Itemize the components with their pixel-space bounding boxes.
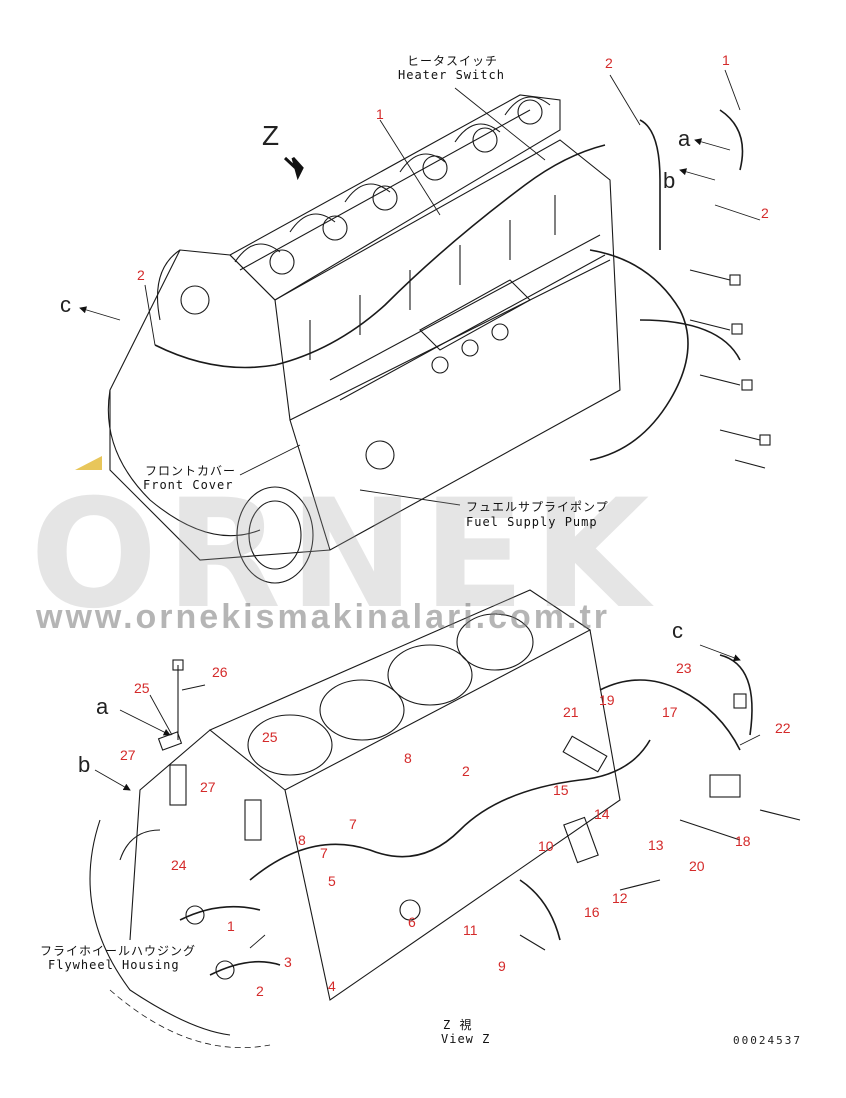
- part-number: 16: [584, 904, 600, 920]
- part-number: 2: [761, 205, 769, 221]
- part-number: 14: [594, 806, 610, 822]
- part-number: 8: [404, 750, 412, 766]
- bottom-block-drawing: [89, 589, 801, 1036]
- z-view-arrow: [283, 156, 304, 181]
- part-number: 3: [284, 954, 292, 970]
- part-number: 17: [662, 704, 678, 720]
- part-number: 19: [599, 692, 615, 708]
- part-number: 2: [462, 763, 470, 779]
- part-number: 26: [212, 664, 228, 680]
- part-number: 27: [120, 747, 136, 763]
- part-number: 24: [171, 857, 187, 873]
- watermark-logo: ORNEK: [30, 468, 658, 642]
- part-number: 21: [563, 704, 579, 720]
- part-number: 2: [137, 267, 145, 283]
- part-number: 8: [298, 832, 306, 848]
- view-c-letter-top: c: [60, 292, 71, 317]
- part-number: 27: [200, 779, 216, 795]
- view-z-letter: Z: [262, 120, 280, 151]
- part-number: 5: [328, 873, 336, 889]
- part-number: 1: [722, 52, 730, 68]
- part-number: 25: [262, 729, 278, 745]
- fuel-supply-pump-label-jp: フュエルサプライポンプ: [466, 500, 609, 514]
- part-number: 25: [134, 680, 150, 696]
- watermark-url: www.ornekismakinalari.com.tr: [36, 598, 611, 636]
- view-title-jp: Z 視: [443, 1018, 473, 1032]
- part-number: 9: [498, 958, 506, 974]
- part-number: 13: [648, 837, 664, 853]
- view-b-letter-top: b: [663, 168, 676, 193]
- part-number: 18: [735, 833, 751, 849]
- flywheel-housing-label-jp: フライホイールハウジング: [40, 944, 197, 958]
- part-number: 7: [320, 845, 328, 861]
- part-number: 10: [538, 838, 554, 854]
- flywheel-housing-label-en: Flywheel Housing: [48, 958, 180, 972]
- top-leaders: [79, 69, 761, 506]
- part-number: 7: [349, 816, 357, 832]
- view-a-letter-top: a: [678, 126, 691, 151]
- view-c-letter-bottom: c: [672, 618, 683, 643]
- part-number: 12: [612, 890, 628, 906]
- part-number: 23: [676, 660, 692, 676]
- top-engine-drawing: [107, 94, 771, 584]
- part-number: 4: [328, 978, 336, 994]
- view-a-letter-bottom: a: [96, 694, 109, 719]
- accent-mark: [75, 456, 102, 470]
- flywheel-arc: [109, 989, 271, 1048]
- bottom-leaders: [94, 644, 761, 949]
- part-number: 2: [256, 983, 264, 999]
- document-code: 00024537: [733, 1034, 802, 1047]
- part-number: 22: [775, 720, 791, 736]
- part-number: 1: [376, 106, 384, 122]
- front-cover-label-jp: フロントカバー: [145, 464, 237, 478]
- part-number: 2: [605, 55, 613, 71]
- view-title-en: View Z: [441, 1032, 491, 1046]
- part-number: 15: [553, 782, 569, 798]
- part-number: 11: [463, 922, 478, 938]
- heater-switch-label-jp: ヒータスイッチ: [407, 54, 499, 68]
- front-cover-label-en: Front Cover: [143, 478, 234, 492]
- view-b-letter-bottom: b: [78, 752, 91, 777]
- part-number: 1: [227, 918, 235, 934]
- fuel-supply-pump-label-en: Fuel Supply Pump: [466, 515, 598, 529]
- part-number: 20: [689, 858, 705, 874]
- heater-switch-label-en: Heater Switch: [398, 68, 505, 82]
- part-number: 6: [408, 914, 416, 930]
